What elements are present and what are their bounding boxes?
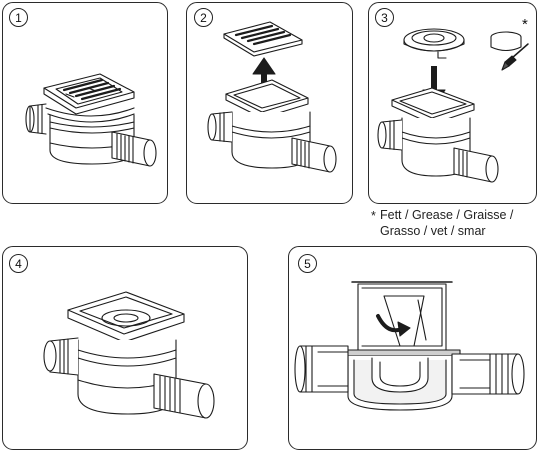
note-marker: *: [371, 209, 376, 223]
grate-removal-illustration: [207, 21, 337, 173]
step-2-number: 2: [194, 8, 213, 27]
note-line-2: Grasso / vet / smar: [380, 224, 486, 238]
step-1-number: 1: [9, 8, 28, 27]
step-5-number: 5: [298, 254, 317, 273]
step-4-number: 4: [9, 254, 28, 273]
drain-assembled-illustration: [25, 73, 157, 167]
note-line-1: Fett / Grease / Graisse /: [380, 208, 514, 222]
drain-open-illustration: [43, 291, 215, 419]
grease-note: * Fett / Grease / Graisse / Grasso / vet…: [371, 207, 539, 239]
seal-insertion-illustration: [377, 28, 529, 183]
grease-asterisk: *: [522, 16, 528, 33]
cross-section-illustration: [294, 281, 525, 411]
step-3-number: 3: [375, 8, 394, 27]
